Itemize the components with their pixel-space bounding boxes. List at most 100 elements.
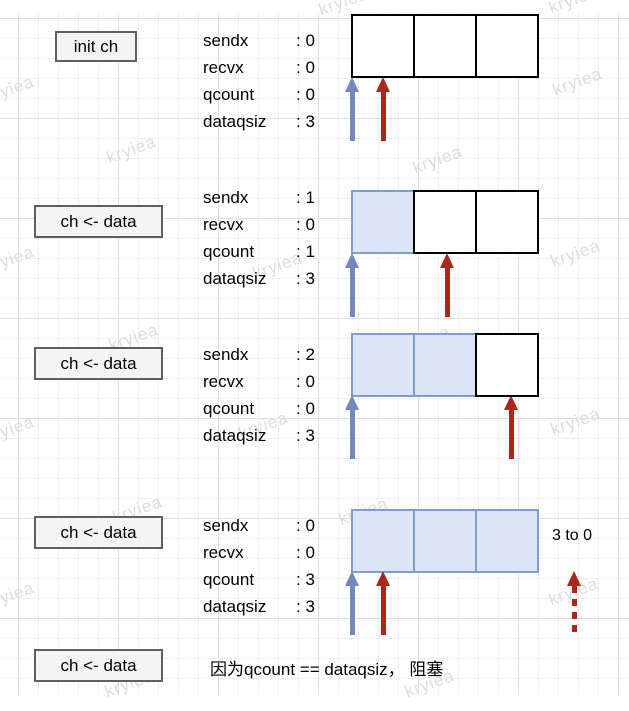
field-label: qcount	[203, 85, 255, 104]
field-sendx: sendx : 1	[203, 184, 315, 211]
arrow-head-icon	[376, 77, 390, 92]
field-value: : 0	[296, 58, 315, 77]
field-label: recvx	[203, 372, 244, 391]
field-label: qcount	[203, 242, 255, 261]
ring-buffer-row3	[351, 333, 539, 397]
field-label: qcount	[203, 399, 255, 418]
recv-pointer-arrow	[345, 571, 359, 635]
field-value: : 3	[296, 269, 315, 288]
state-fields-row1: sendx : 0 recvx : 0 qcount : 0 dataqsiz …	[203, 27, 315, 135]
field-dataqsiz: dataqsiz : 3	[203, 265, 315, 292]
buffer-cell-0	[351, 509, 415, 573]
field-qcount: qcount : 0	[203, 395, 315, 422]
field-label: dataqsiz	[203, 597, 267, 616]
wraparound-annotation: 3 to 0	[552, 527, 593, 544]
arrow-head-icon	[567, 571, 581, 586]
field-label: sendx	[203, 516, 249, 535]
arrow-shaft	[349, 92, 355, 141]
field-sendx: sendx : 0	[203, 27, 315, 54]
buffer-cell-0	[351, 14, 415, 78]
field-value: : 0	[296, 399, 315, 418]
field-label: qcount	[203, 570, 255, 589]
field-value: : 3	[296, 597, 315, 616]
step-label-send-blocked: ch <- data	[34, 649, 163, 682]
arrow-head-icon	[345, 571, 359, 586]
arrow-shaft	[571, 586, 577, 635]
step-label-text: init ch	[73, 36, 119, 56]
ring-buffer-row4	[351, 509, 539, 573]
field-recvx: recvx : 0	[203, 539, 315, 566]
field-value: : 0	[296, 31, 315, 50]
field-value: : 0	[296, 215, 315, 234]
arrow-shaft	[380, 586, 386, 635]
arrow-shaft	[349, 268, 355, 317]
field-dataqsiz: dataqsiz : 3	[203, 108, 315, 135]
field-qcount: qcount : 3	[203, 566, 315, 593]
field-value: : 0	[296, 85, 315, 104]
field-value: : 3	[296, 112, 315, 131]
step-label-send-3: ch <- data	[34, 516, 163, 549]
field-value: : 0	[296, 543, 315, 562]
field-value: : 3	[296, 570, 315, 589]
blocking-note: 因为qcount == dataqsiz， 阻塞	[210, 660, 444, 679]
field-recvx: recvx : 0	[203, 211, 315, 238]
send-pointer-arrow	[440, 253, 454, 317]
arrow-shaft	[508, 410, 514, 459]
buffer-cell-0	[351, 190, 415, 254]
field-label: recvx	[203, 58, 244, 77]
arrow-head-icon	[376, 571, 390, 586]
field-label: dataqsiz	[203, 269, 267, 288]
field-dataqsiz: dataqsiz : 3	[203, 422, 315, 449]
step-label-send-2: ch <- data	[34, 347, 163, 380]
arrow-head-icon	[345, 77, 359, 92]
buffer-cell-1	[413, 14, 477, 78]
arrow-head-icon	[345, 253, 359, 268]
field-dataqsiz: dataqsiz : 3	[203, 593, 315, 620]
buffer-cell-1	[413, 509, 477, 573]
field-label: recvx	[203, 543, 244, 562]
step-label-send-1: ch <- data	[34, 205, 163, 238]
arrow-head-icon	[345, 395, 359, 410]
buffer-cell-2	[475, 333, 539, 397]
recv-pointer-arrow	[345, 253, 359, 317]
field-label: sendx	[203, 188, 249, 207]
ring-buffer-row2	[351, 190, 539, 254]
buffer-cell-0	[351, 333, 415, 397]
field-label: sendx	[203, 31, 249, 50]
arrow-shaft	[349, 586, 355, 635]
arrow-head-icon	[440, 253, 454, 268]
wraparound-pointer-arrow	[567, 571, 581, 635]
state-fields-row3: sendx : 2 recvx : 0 qcount : 0 dataqsiz …	[203, 341, 315, 449]
step-label-init-ch: init ch	[55, 31, 137, 62]
send-pointer-arrow	[504, 395, 518, 459]
recv-pointer-arrow	[345, 395, 359, 459]
field-value: : 3	[296, 426, 315, 445]
field-value: : 1	[296, 242, 315, 261]
field-label: sendx	[203, 345, 249, 364]
buffer-cell-1	[413, 333, 477, 397]
field-qcount: qcount : 0	[203, 81, 315, 108]
arrow-shaft	[444, 268, 450, 317]
arrow-shaft	[380, 92, 386, 141]
field-label: dataqsiz	[203, 426, 267, 445]
send-pointer-arrow	[376, 571, 390, 635]
field-qcount: qcount : 1	[203, 238, 315, 265]
buffer-cell-1	[413, 190, 477, 254]
send-pointer-arrow	[376, 77, 390, 141]
recv-pointer-arrow	[345, 77, 359, 141]
buffer-cell-2	[475, 509, 539, 573]
step-label-text: ch <- data	[60, 655, 137, 675]
field-label: dataqsiz	[203, 112, 267, 131]
field-value: : 2	[296, 345, 315, 364]
step-label-text: ch <- data	[60, 522, 137, 542]
arrow-head-icon	[504, 395, 518, 410]
field-sendx: sendx : 2	[203, 341, 315, 368]
field-value: : 0	[296, 372, 315, 391]
field-sendx: sendx : 0	[203, 512, 315, 539]
state-fields-row4: sendx : 0 recvx : 0 qcount : 3 dataqsiz …	[203, 512, 315, 620]
field-recvx: recvx : 0	[203, 368, 315, 395]
field-value: : 1	[296, 188, 315, 207]
buffer-cell-2	[475, 190, 539, 254]
field-recvx: recvx : 0	[203, 54, 315, 81]
